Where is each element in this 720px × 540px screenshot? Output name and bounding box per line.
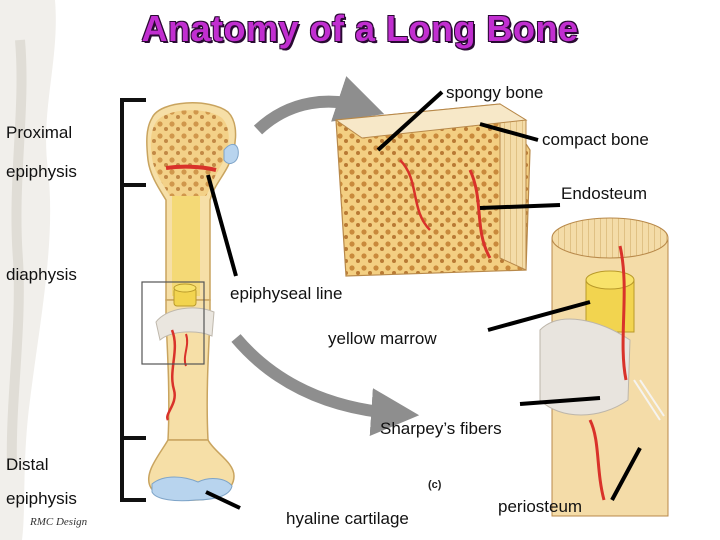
shaft-detail-cylinder xyxy=(539,217,669,517)
leader-spongy-bone xyxy=(376,90,444,152)
bracket-proximal-epiphysis xyxy=(120,98,146,187)
label-hyaline-cartilage: hyaline cartilage xyxy=(286,509,409,528)
label-spongy-bone: spongy bone xyxy=(446,83,544,102)
label-distal: Distal xyxy=(6,455,49,474)
label-proximal-epiphysis: epiphysis xyxy=(6,162,77,181)
leader-yellow-marrow xyxy=(487,300,591,332)
zoom-box-diaphysis xyxy=(141,281,205,365)
credit-text: RMC Design xyxy=(30,516,88,528)
leader-hyaline-cartilage xyxy=(205,490,241,510)
diagram-title: Anatomy of a Long Bone xyxy=(141,8,579,49)
leader-lines xyxy=(205,90,642,510)
leader-sharpeys-fibers xyxy=(519,396,601,406)
label-distal-epiphysis: epiphysis xyxy=(6,489,77,508)
label-epiphyseal-line: epiphyseal line xyxy=(230,284,343,303)
arrow-to-shaft-detail xyxy=(231,334,420,437)
arrow-to-spongy-detail xyxy=(253,76,385,135)
label-yellow-marrow: yellow marrow xyxy=(328,329,437,348)
bracket-distal-epiphysis xyxy=(120,436,146,502)
label-endosteum: Endosteum xyxy=(561,184,647,203)
leader-compact-bone xyxy=(479,122,539,142)
label-periosteum: periosteum xyxy=(498,497,583,516)
spongy-bone-detail xyxy=(334,103,531,277)
label-compact-bone: compact bone xyxy=(542,130,649,149)
label-proximal: Proximal xyxy=(6,123,73,142)
leader-epiphyseal-line xyxy=(206,174,238,277)
long-bone xyxy=(146,102,239,502)
leg-silhouette xyxy=(0,0,56,540)
label-sharpeys-fibers: Sharpey’s fibers xyxy=(380,419,502,438)
label-diaphysis: diaphysis xyxy=(6,265,77,284)
leader-periosteum xyxy=(610,447,642,501)
panel-letter: (c) xyxy=(428,479,442,491)
